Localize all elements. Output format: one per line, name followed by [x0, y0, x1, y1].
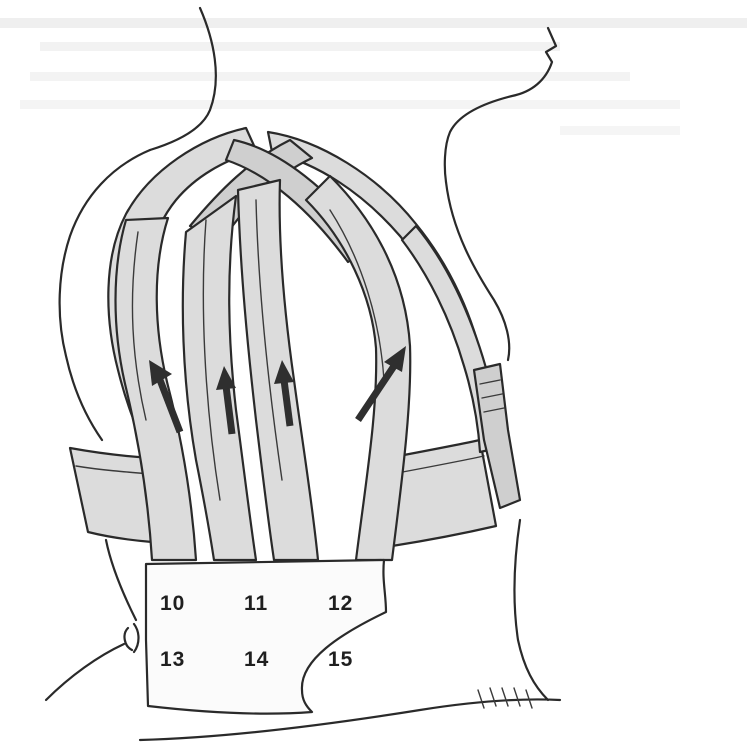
left-clasp	[125, 624, 139, 652]
waistband-texture	[478, 688, 532, 708]
zone-15-label: 15	[328, 648, 353, 671]
numbered-panel: 10 11 12 13 14 15	[146, 560, 386, 714]
zone-11-label: 11	[244, 592, 268, 615]
zone-12-label: 12	[328, 592, 353, 615]
bleed-through-text	[0, 18, 747, 135]
belly-line	[514, 520, 548, 700]
lower-panel-shape	[146, 560, 386, 714]
zone-13-label: 13	[160, 648, 185, 671]
forearm-line	[46, 644, 124, 700]
zone-14-label: 14	[244, 648, 269, 671]
zone-10-label: 10	[160, 592, 185, 615]
left-waist-line	[106, 540, 136, 620]
strip-inner-right	[238, 180, 318, 560]
belt-left	[70, 448, 152, 542]
